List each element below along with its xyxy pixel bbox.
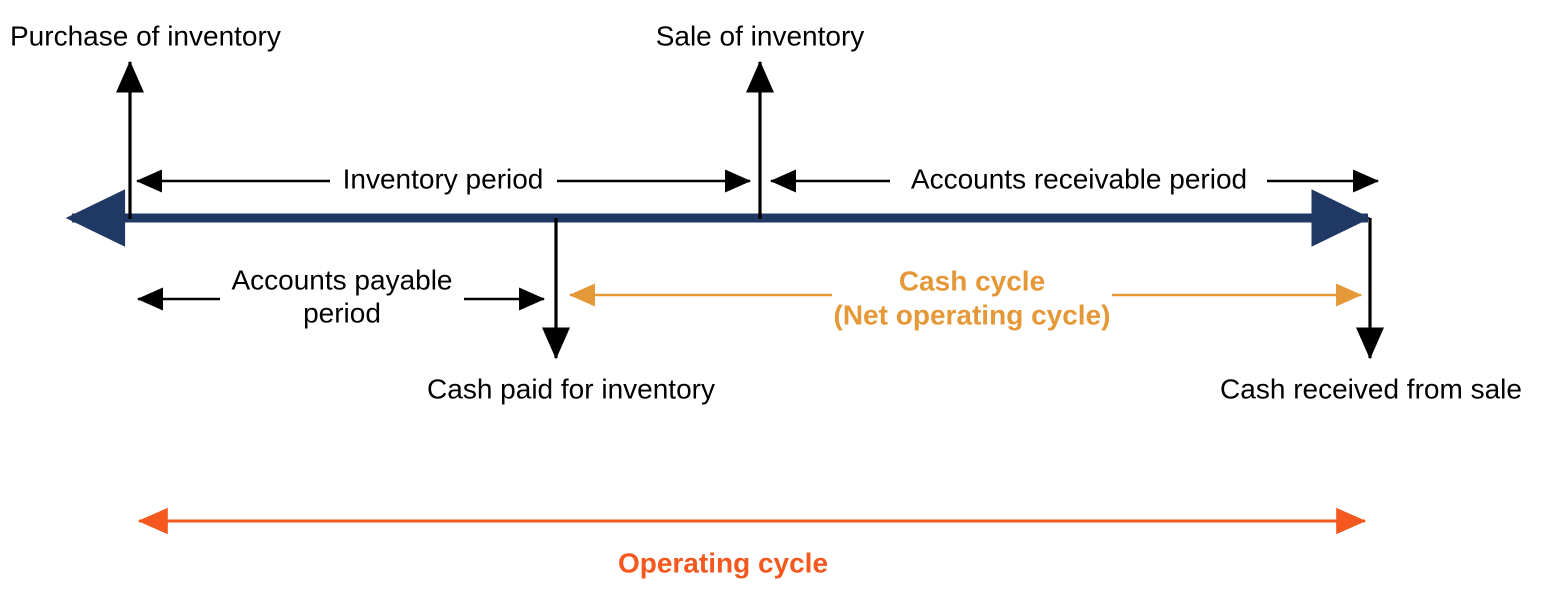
cash-paid-for-inventory-label: Cash paid for inventory xyxy=(427,373,715,404)
span-accounts-payable-period: Accounts payable period xyxy=(136,264,546,328)
sale-of-inventory-label: Sale of inventory xyxy=(656,20,865,51)
cash-cycle-label-line1: Cash cycle xyxy=(899,265,1045,296)
accounts-payable-period-label-line2: period xyxy=(303,297,381,328)
operating-cycle-label: Operating cycle xyxy=(618,547,828,578)
inventory-period-label: Inventory period xyxy=(343,163,544,194)
event-sale-of-inventory: Sale of inventory xyxy=(656,20,865,219)
event-cash-paid-for-inventory: Cash paid for inventory xyxy=(427,218,715,404)
span-inventory-period: Inventory period xyxy=(135,163,752,194)
accounts-payable-period-label-line1: Accounts payable xyxy=(231,264,452,295)
purchase-of-inventory-label: Purchase of inventory xyxy=(10,20,281,51)
accounts-receivable-period-label: Accounts receivable period xyxy=(911,163,1247,194)
cash-received-from-sale-label: Cash received from sale xyxy=(1220,373,1522,404)
span-operating-cycle: Operating cycle xyxy=(137,507,1367,578)
cash-cycle-label-line2: (Net operating cycle) xyxy=(834,299,1111,330)
span-cash-cycle: Cash cycle (Net operating cycle) xyxy=(568,265,1363,330)
event-cash-received-from-sale: Cash received from sale xyxy=(1220,218,1522,404)
event-purchase-of-inventory: Purchase of inventory xyxy=(10,20,281,219)
span-accounts-receivable-period: Accounts receivable period xyxy=(769,163,1380,194)
